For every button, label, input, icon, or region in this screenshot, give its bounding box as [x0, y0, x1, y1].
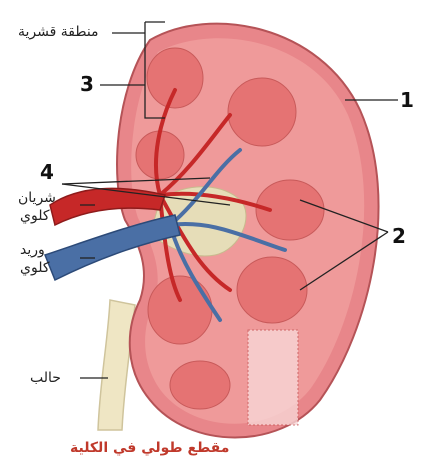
- label-renal-vein-line2: كلوي: [20, 260, 50, 276]
- label-renal-artery-line1: شريان: [18, 190, 56, 206]
- diagram-caption: مقطع طولي في الكلية: [70, 440, 229, 456]
- label-renal-artery-line2: كلوي: [20, 208, 50, 224]
- ureter-tube: [98, 300, 135, 430]
- pyramid-6: [170, 361, 230, 409]
- pyramid-1: [147, 48, 203, 108]
- label-number-2: 2: [392, 224, 406, 248]
- label-number-3: 3: [80, 72, 94, 96]
- label-number-4: 4: [40, 160, 54, 184]
- pyramid-5: [148, 276, 212, 344]
- pyramid-2: [228, 78, 296, 146]
- label-renal-vein-line1: وريد: [20, 242, 45, 258]
- label-cortex: منطقة قشرية: [18, 24, 99, 40]
- label-number-1: 1: [400, 88, 414, 112]
- cortex-sample-region: [248, 330, 298, 425]
- label-ureter: حالب: [30, 370, 61, 386]
- pyramid-4: [237, 257, 307, 323]
